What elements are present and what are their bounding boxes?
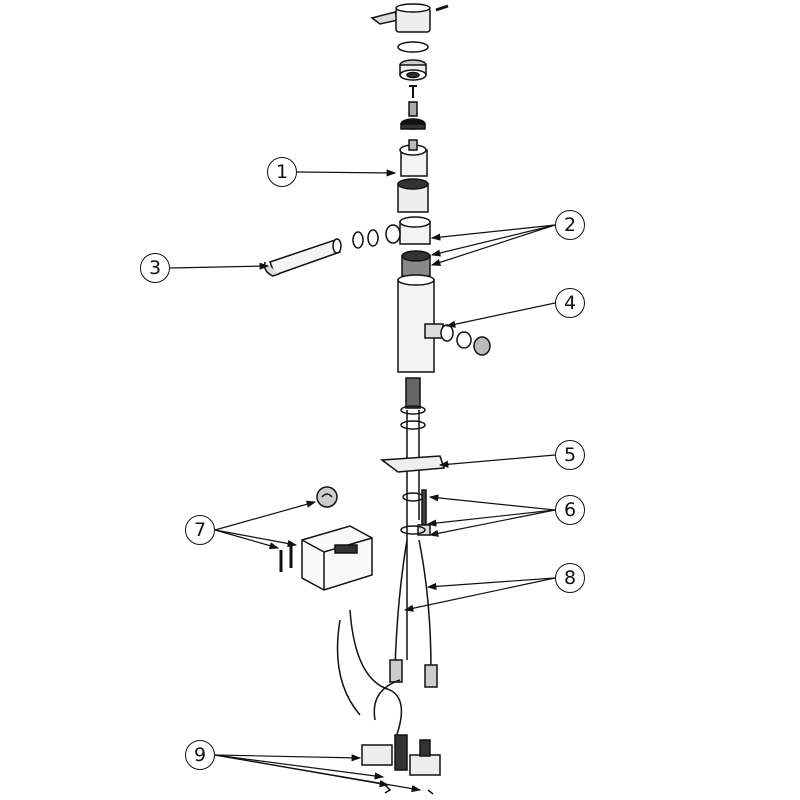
spout-body-top (385, 216, 431, 245)
callout-2: 2 (555, 210, 585, 240)
wall-plugs-screws (279, 546, 293, 572)
control-box (301, 525, 373, 591)
aerator-parts (424, 323, 491, 356)
solenoid-valves (361, 734, 441, 795)
o-ring (397, 41, 429, 53)
callout-8: 8 (555, 563, 585, 593)
callout-4: 4 (555, 288, 585, 318)
sensor-window (316, 486, 338, 508)
callout-9: 9 (185, 740, 215, 770)
callout-5: 5 (555, 440, 585, 470)
spindle (408, 101, 418, 117)
callout-3: 3 (140, 253, 170, 283)
leader-lines (169, 169, 556, 793)
horseshoe-washer (379, 455, 446, 473)
callout-1: 1 (267, 157, 297, 187)
cables (336, 609, 403, 741)
cartridge (399, 139, 428, 177)
seal-ring (400, 118, 426, 130)
nut (399, 59, 427, 81)
flex-hoses (389, 539, 438, 688)
callout-7: 7 (185, 515, 215, 545)
spout (263, 238, 342, 277)
sleeve (397, 178, 429, 213)
screw (409, 85, 417, 98)
fixing-nuts (400, 489, 431, 536)
spout-o-rings (352, 229, 379, 249)
threaded-connector (401, 250, 431, 277)
callout-6: 6 (555, 495, 585, 525)
lever-handle (370, 3, 449, 33)
